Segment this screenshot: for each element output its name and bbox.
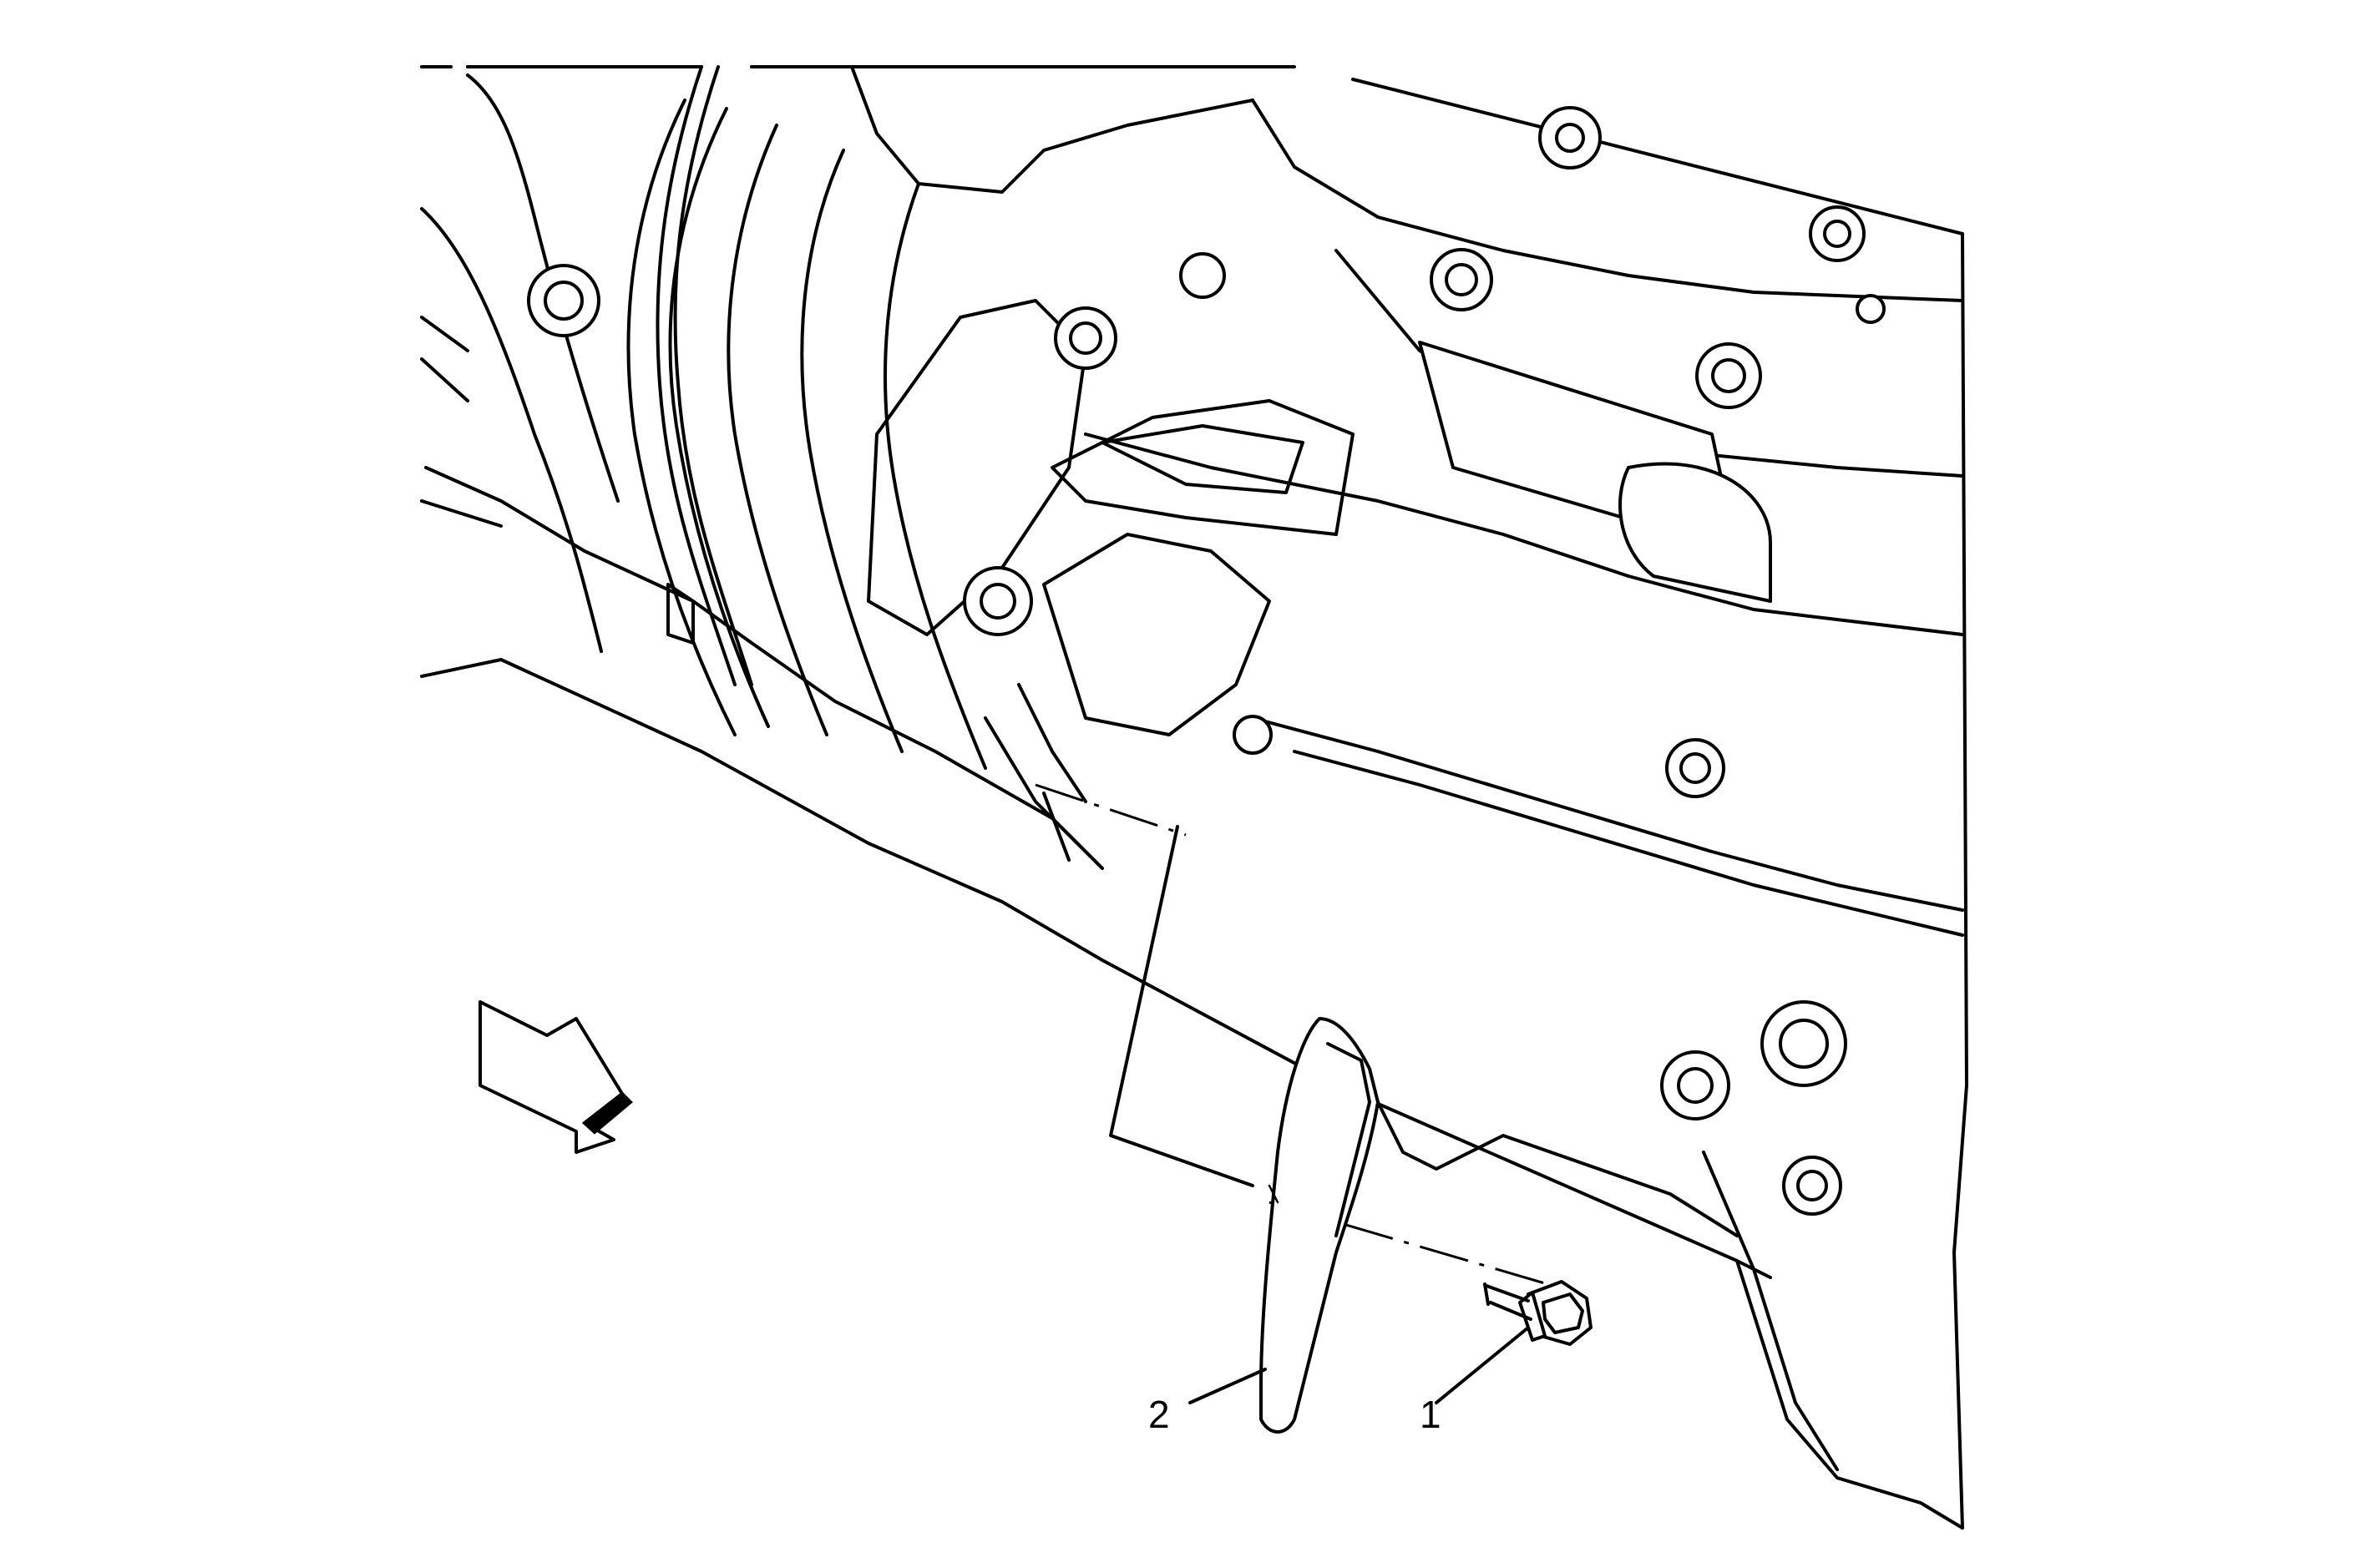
mounting-bosses [527,106,1886,1216]
callout-2-leader [1188,1368,1267,1404]
callout-1-leader [1435,1326,1530,1404]
front-direction-arrow-icon [479,1000,633,1154]
housing-assembly [420,65,1968,1530]
shield-part [1259,1017,1380,1434]
bolt-part [1483,1280,1593,1346]
callout-2: 2 [1148,1368,1267,1436]
callout-1-label: 1 [1420,1393,1441,1436]
callout-1: 1 [1420,1326,1530,1436]
callout-2-label: 2 [1148,1393,1170,1436]
